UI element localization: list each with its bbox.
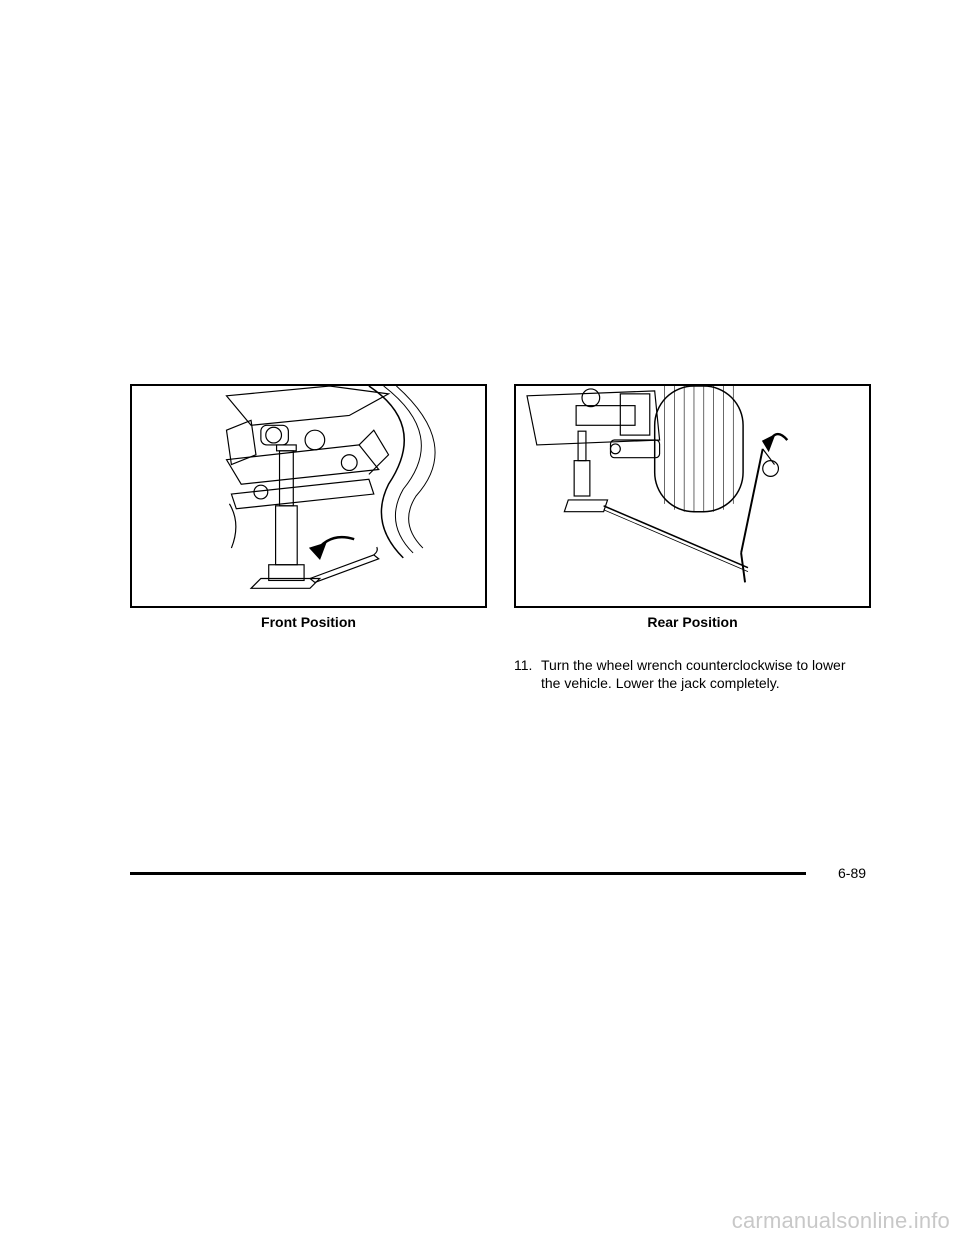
rear-position-caption: Rear Position [647,614,738,630]
rear-position-illustration [514,384,871,608]
step-text-line-1: Turn the wheel wrench counterclockwise t… [541,657,846,673]
footer-rule [130,872,806,875]
watermark: carmanualsonline.info [731,1208,950,1233]
page-number: 6-89 [838,865,867,881]
step-number: 11. [514,657,533,673]
front-position-illustration [130,384,487,608]
front-position-caption: Front Position [261,614,356,630]
step-text-line-2: the vehicle. Lower the jack completely. [541,675,780,691]
instruction-step: 11. Turn the wheel wrench counterclockwis… [514,656,874,692]
